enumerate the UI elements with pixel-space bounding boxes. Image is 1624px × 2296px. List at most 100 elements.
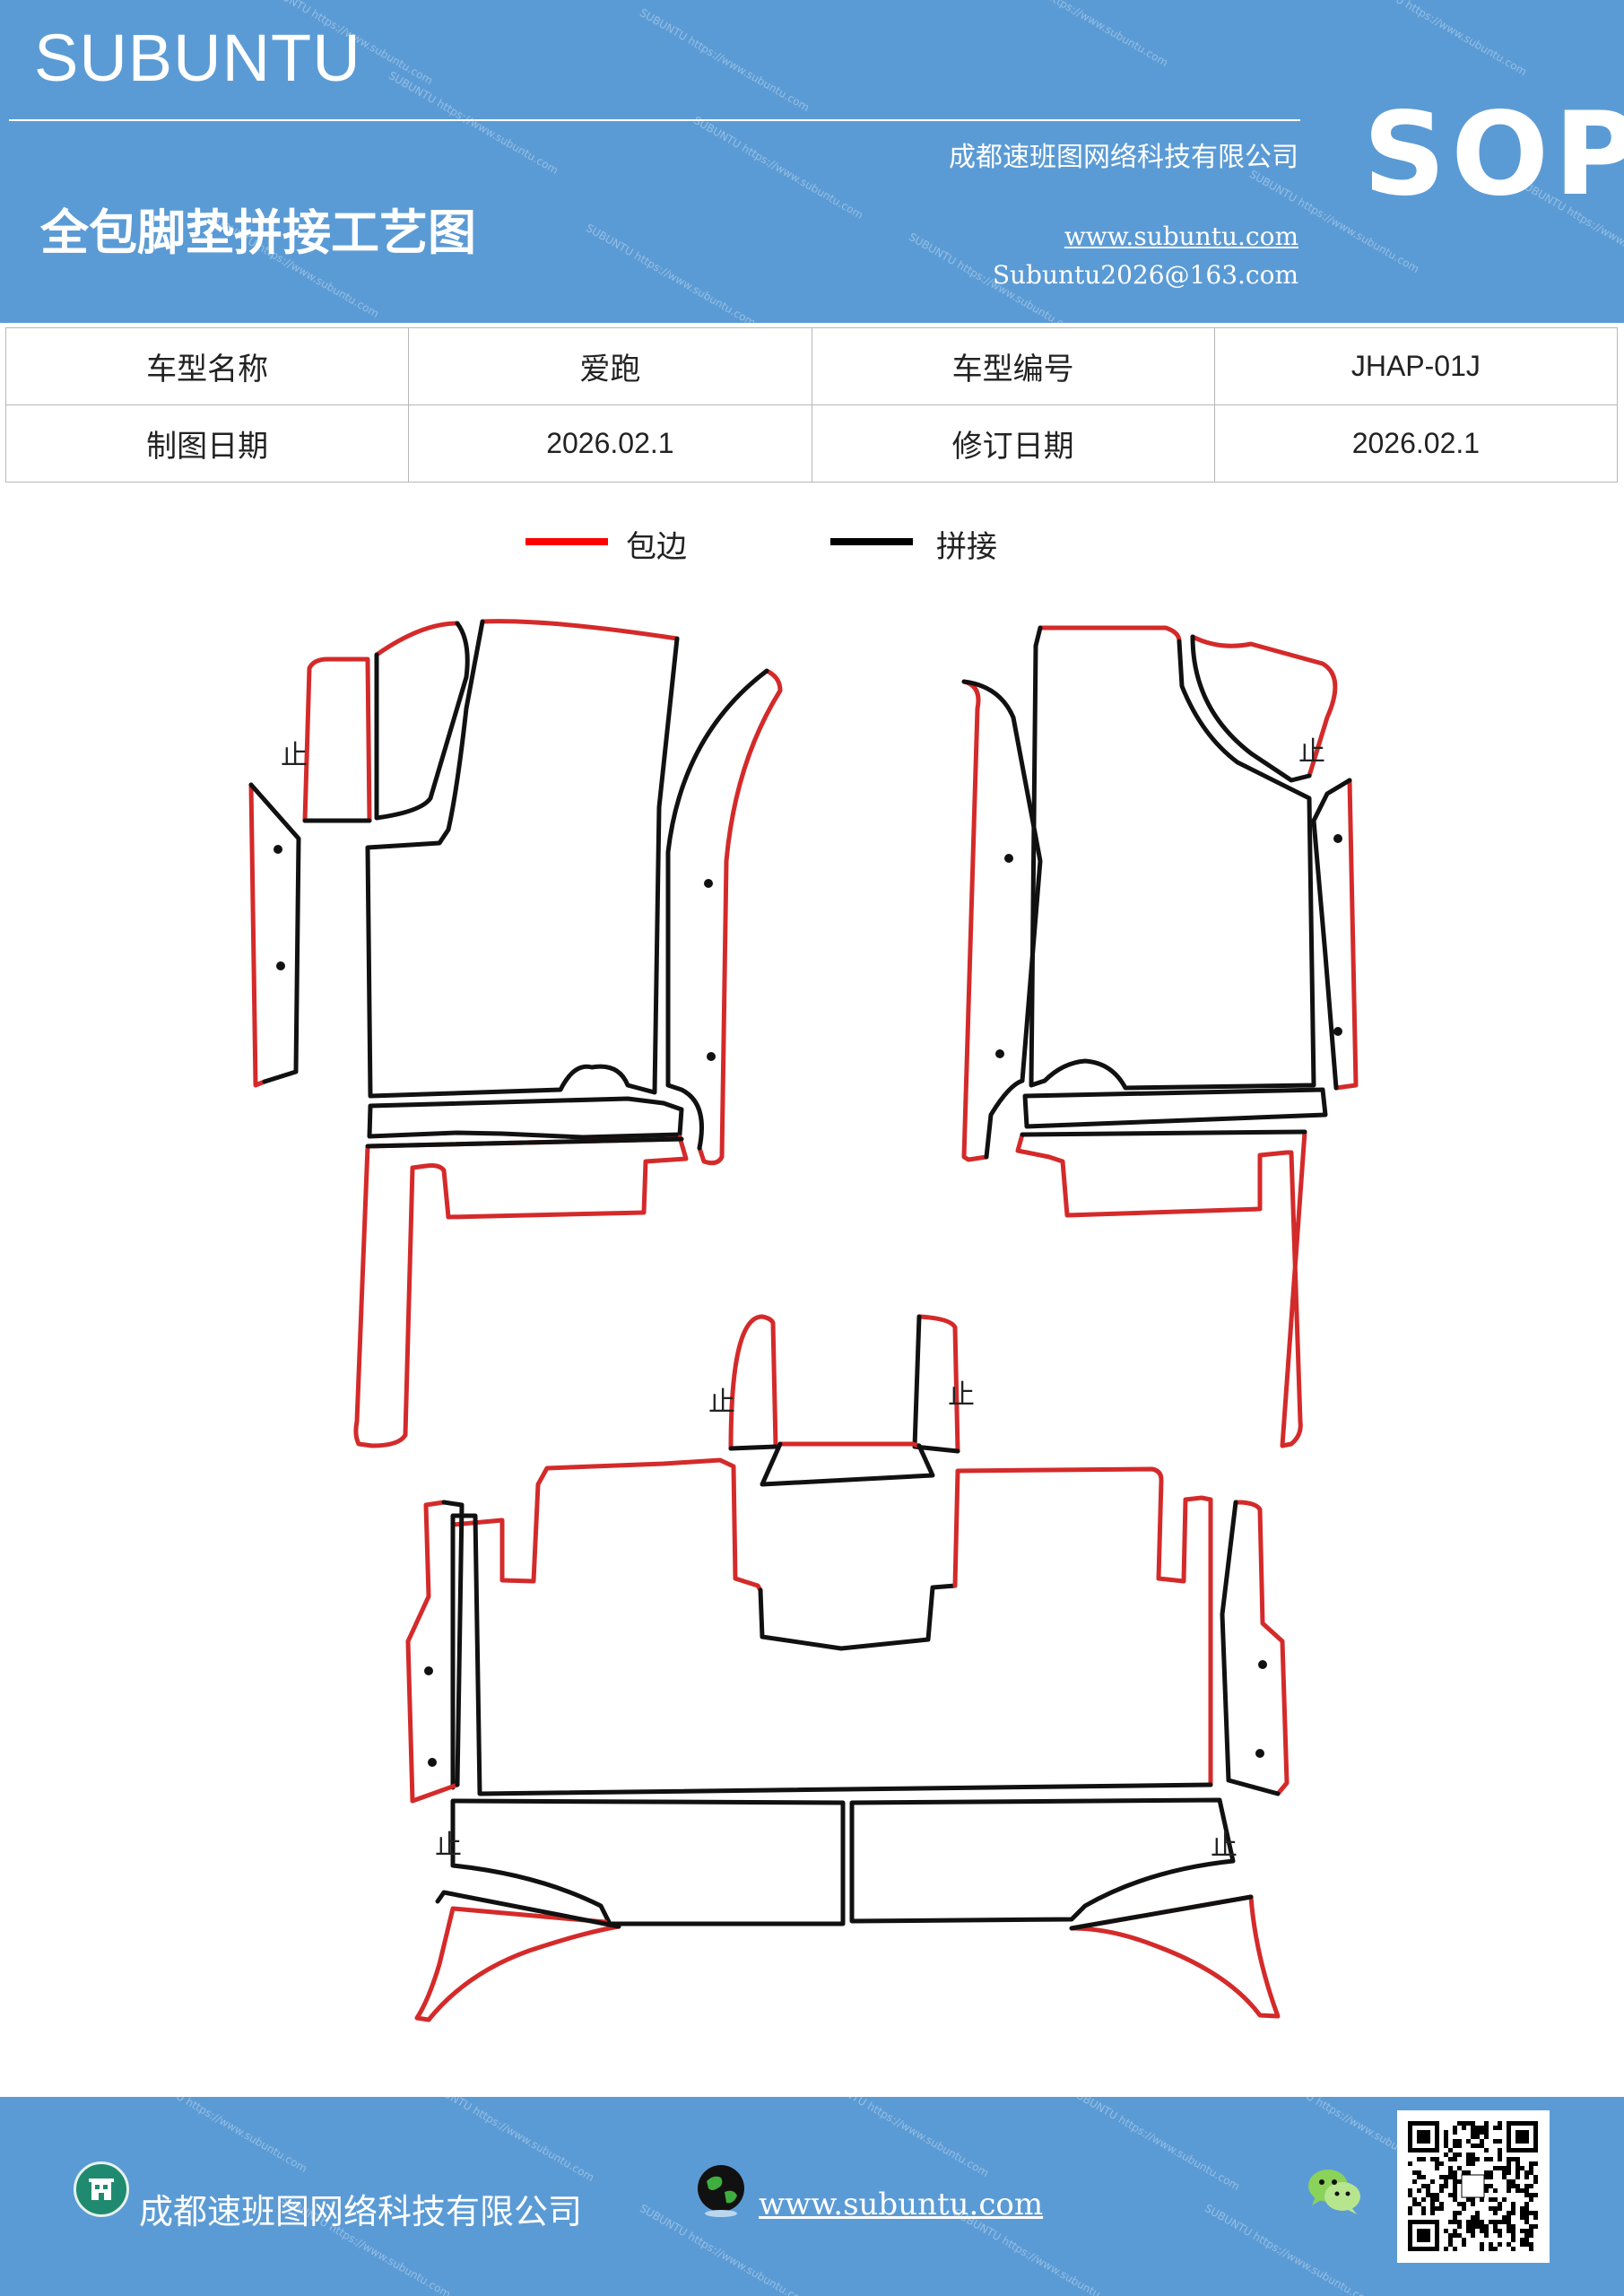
mat-seam xyxy=(1190,634,1312,783)
mat-seam xyxy=(849,1797,1236,1924)
mat-seam xyxy=(441,1500,465,1787)
mat-seam xyxy=(1020,1129,1307,1137)
mat-edge xyxy=(728,1314,778,1451)
globe-icon xyxy=(692,2161,750,2219)
stop-mark: 止 xyxy=(1298,736,1325,768)
legend-edge-label: 包边 xyxy=(626,529,687,565)
contact-email: Subuntu2026@163.com xyxy=(992,260,1298,290)
label-model-name: 车型名称 xyxy=(4,327,410,405)
fastener-dot xyxy=(428,1758,437,1767)
label-model-code: 车型编号 xyxy=(811,327,1215,405)
fastener-dot xyxy=(1333,1027,1342,1036)
value-revise-date: 2026.02.1 xyxy=(1213,404,1619,483)
mat-seam xyxy=(728,1444,778,1451)
stop-mark: 止 xyxy=(435,1830,462,1861)
fastener-dot xyxy=(704,879,713,888)
sop-badge: SOP xyxy=(1363,88,1624,222)
fastener-dot xyxy=(707,1052,716,1061)
mat-edge xyxy=(1069,1894,1281,2019)
fastener-dot xyxy=(1004,854,1013,863)
mat-seam xyxy=(1069,1894,1254,1931)
fastener-dot xyxy=(995,1049,1004,1058)
mat-seam xyxy=(450,1798,846,1926)
value-model-name: 爱跑 xyxy=(408,327,812,405)
legend: 包边 拼接 xyxy=(0,520,1624,574)
vehicle-info-table: 车型名称 爱跑 车型编号 JHAP-01J 制图日期 2026.02.1 修订日… xyxy=(4,327,1619,483)
mat-edge xyxy=(1333,778,1359,1091)
watermark: SUBUNTU https://www.subuntu.com xyxy=(386,68,560,178)
watermark: SUBUNTU https://www.subuntu.com xyxy=(1354,0,1529,79)
table-row: 车型名称 爱跑 车型编号 JHAP-01J xyxy=(4,327,1619,405)
mat-seam xyxy=(1029,625,1316,1091)
label-revise-date: 修订日期 xyxy=(811,404,1215,483)
fastener-dot xyxy=(274,845,282,854)
wechat-icon[interactable] xyxy=(1305,2164,1364,2218)
qr-code[interactable] xyxy=(1397,2110,1550,2263)
mat-edge xyxy=(450,1457,763,1790)
watermark: SUBUNTU https://www.subuntu.com xyxy=(421,2097,596,2185)
mat-edge xyxy=(1235,1500,1290,1796)
mat-seam xyxy=(665,668,769,1151)
mat-edge xyxy=(1015,1129,1307,1448)
mat-edge xyxy=(697,668,783,1166)
mat-seam xyxy=(374,621,470,821)
legend-join-label: 拼接 xyxy=(936,529,997,565)
stop-mark: 止 xyxy=(1211,1831,1238,1862)
mat-edge xyxy=(414,1906,621,2022)
fastener-dot xyxy=(276,961,285,970)
stop-mark: 止 xyxy=(948,1379,975,1411)
mat-edge xyxy=(777,1441,922,1448)
watermark: SUBUNTU https://www.subuntu.com xyxy=(1067,2097,1242,2194)
stop-mark: 止 xyxy=(708,1387,735,1418)
legend-join-swatch xyxy=(830,538,913,545)
watermark: SUBUNTU https://www.subuntu.com xyxy=(995,0,1170,70)
value-draw-date: 2026.02.1 xyxy=(408,404,812,483)
mat-seam xyxy=(248,782,301,1084)
mat-seam xyxy=(961,679,1043,1160)
watermark: SUBUNTU https://www.subuntu.com xyxy=(690,113,865,222)
header-banner: SUBUNTU https://www.subuntu.com SUBUNTU … xyxy=(0,0,1624,323)
mat-edge xyxy=(1190,634,1338,778)
floor-mat-diagram: 止 止 止 止 止 止 xyxy=(248,619,1359,2022)
watermark: SUBUNTU https://www.subuntu.com xyxy=(637,5,812,115)
legend-edge-swatch xyxy=(525,538,608,545)
mat-seam xyxy=(758,1583,958,1651)
mat-seam xyxy=(1022,1087,1328,1129)
mat-edge xyxy=(1038,625,1182,644)
watermark: SUBUNTU https://www.subuntu.com xyxy=(816,2097,991,2180)
mat-edge xyxy=(952,1466,1213,1787)
stop-mark: 止 xyxy=(281,740,308,771)
mat-seam xyxy=(365,1136,684,1149)
mat-seam xyxy=(1311,778,1352,1091)
fastener-dot xyxy=(1255,1749,1264,1758)
mat-edge xyxy=(248,782,267,1088)
mat-seam xyxy=(367,1096,684,1140)
value-model-code: JHAP-01J xyxy=(1213,327,1619,405)
document-title: 全包脚垫拼接工艺图 xyxy=(40,204,476,261)
footer-website-link[interactable]: www.subuntu.com xyxy=(759,2187,1044,2222)
fastener-dot xyxy=(1333,834,1342,843)
mat-seam xyxy=(435,1890,621,1929)
footer-company-name: 成都速班图网络科技有限公司 xyxy=(139,2192,583,2231)
watermark: SUBUNTU https://www.subuntu.com xyxy=(583,221,758,323)
header-divider xyxy=(9,119,1300,121)
website-link[interactable]: www.subuntu.com xyxy=(1064,222,1298,251)
brand-name: SUBUNTU xyxy=(34,21,361,95)
label-draw-date: 制图日期 xyxy=(4,404,410,483)
watermark: SUBUNTU https://www.subuntu.com xyxy=(135,2097,309,2176)
company-name: 成都速班图网络科技有限公司 xyxy=(949,142,1298,173)
mat-edge xyxy=(961,679,989,1162)
table-row: 制图日期 2026.02.1 修订日期 2026.02.1 xyxy=(4,404,1619,483)
mat-edge xyxy=(374,621,460,657)
mat-edge xyxy=(405,1500,460,1804)
mat-edge xyxy=(916,1314,960,1454)
building-icon xyxy=(74,2161,129,2217)
fastener-dots xyxy=(274,834,1342,1767)
fastener-dot xyxy=(424,1666,433,1675)
mat-seam xyxy=(1220,1500,1281,1796)
mat-edge xyxy=(480,619,680,641)
fastener-dot xyxy=(1258,1660,1267,1669)
mat-edge xyxy=(353,1135,689,1448)
mat-seam xyxy=(760,1441,935,1487)
mat-edge xyxy=(302,657,372,823)
